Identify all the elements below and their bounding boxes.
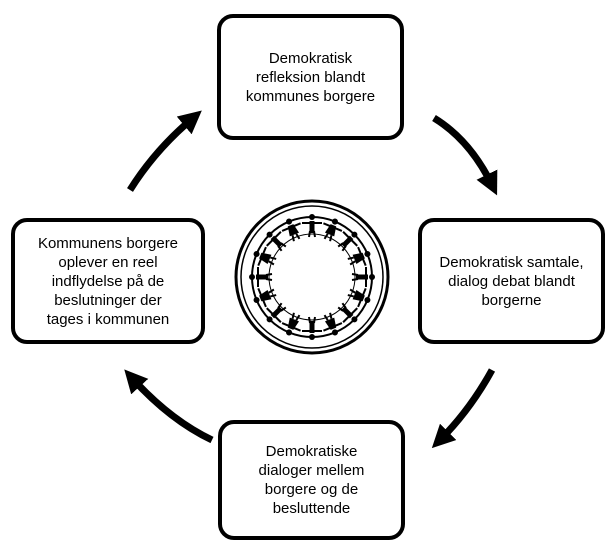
person-figure xyxy=(249,267,273,287)
person-figure xyxy=(351,267,375,287)
circle-of-people-icon xyxy=(234,199,390,355)
person-figure xyxy=(281,218,301,242)
person-figure xyxy=(302,214,322,238)
box-democratic-reflection: Demokratisk refleksion blandt kommunes b… xyxy=(217,14,404,140)
person-figure xyxy=(347,246,371,266)
box-top-text: Demokratisk refleksion blandt kommunes b… xyxy=(245,49,376,105)
person-figure xyxy=(253,246,277,266)
arrow-left-to-top xyxy=(127,110,202,192)
person-figure xyxy=(337,231,358,252)
person-figure xyxy=(302,316,322,340)
person-figure xyxy=(266,231,287,252)
box-bottom-text: Demokratiske dialoger mellem borgere og … xyxy=(258,443,365,517)
person-figure xyxy=(323,312,343,336)
box-citizen-influence: Kommunens borgere oplever en reel indfly… xyxy=(11,218,205,344)
person-figure xyxy=(347,288,371,308)
arrow-right-to-bottom xyxy=(431,368,496,449)
person-figure xyxy=(253,288,277,308)
box-left-text: Kommunens borgere oplever en reel indfly… xyxy=(37,234,179,328)
person-figure xyxy=(266,302,287,323)
arrow-bottom-to-left xyxy=(124,369,214,444)
person-figure xyxy=(281,312,301,336)
person-figure xyxy=(337,302,358,323)
box-democratic-dialogues: Demokratiske dialoger mellem borgere og … xyxy=(218,420,405,540)
box-democratic-conversation: Demokratisk samtale, dialog debat blandt… xyxy=(418,218,605,344)
person-figure xyxy=(323,218,343,242)
arrow-top-to-right xyxy=(432,115,498,196)
box-right-text: Demokratisk samtale, dialog debat blandt… xyxy=(439,253,584,309)
